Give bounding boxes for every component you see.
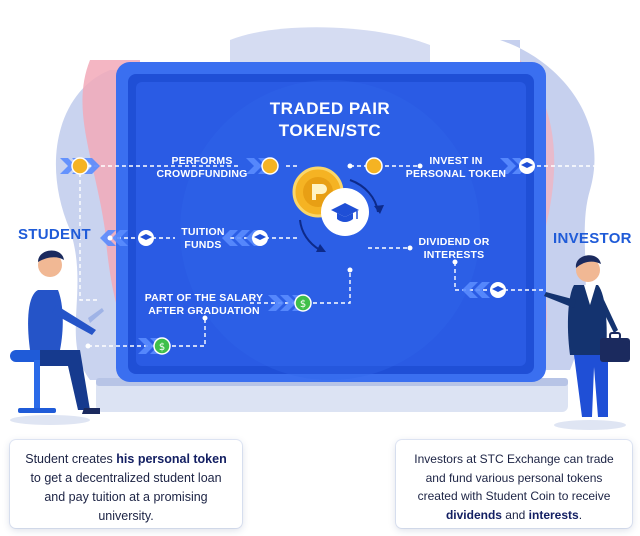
graduation-cap-icon xyxy=(138,158,535,298)
investor-description-card: Investors at STC Exchange can trade and … xyxy=(396,440,632,528)
svg-text:$: $ xyxy=(159,342,165,353)
title-line-2: TOKEN/STC xyxy=(278,121,382,140)
investor-label: INVESTOR xyxy=(553,230,632,247)
label-part-of-salary: PART OF THE SALARY AFTER GRADUATION xyxy=(140,292,268,318)
student-card-text-2: to get a decentralized student loan and … xyxy=(30,471,222,523)
investor-card-text-3: . xyxy=(578,507,583,522)
label-dividend-or-interests: DIVIDEND OR INTERESTS xyxy=(412,236,496,262)
svg-text:$: $ xyxy=(300,299,306,310)
crowdfunding-line-2: CROWDFUNDING xyxy=(156,168,248,180)
investor-card-text-2: and xyxy=(501,507,529,522)
diagram-title: TRADED PAIR TOKEN/STC xyxy=(240,98,420,142)
student-card-bold-1: his personal token xyxy=(116,452,227,466)
label-invest-in-personal-token: INVEST IN PERSONAL TOKEN xyxy=(404,155,508,181)
dollar-coin-icon: $ $ xyxy=(153,294,312,355)
investor-illustration xyxy=(544,255,630,430)
investor-card-bold-2: interests xyxy=(528,507,579,522)
tuition-line-2: FUNDS xyxy=(184,239,222,251)
student-label: STUDENT xyxy=(18,226,91,243)
student-illustration xyxy=(10,250,104,425)
student-description-card: Student creates his personal token to ge… xyxy=(10,440,242,528)
dot-markers xyxy=(85,163,598,349)
invest-line-2: PERSONAL TOKEN xyxy=(405,168,507,180)
label-tuition-funds: TUITION FUNDS xyxy=(168,226,238,252)
tuition-line-1: TUITION xyxy=(181,226,225,238)
label-performs-crowdfunding: PERFORMS CROWDFUNDING xyxy=(154,155,250,181)
student-card-text-1: Student creates xyxy=(25,452,117,466)
crowdfunding-line-1: PERFORMS xyxy=(171,155,233,167)
token-pair-graphic xyxy=(292,166,384,252)
coin-icon xyxy=(71,157,383,175)
dividend-line-2: INTERESTS xyxy=(423,249,485,261)
dividend-line-1: DIVIDEND OR xyxy=(418,236,490,248)
investor-card-bold-1: dividends xyxy=(445,507,502,522)
salary-line-2: AFTER GRADUATION xyxy=(148,305,260,317)
salary-line-1: PART OF THE SALARY xyxy=(144,292,264,304)
investor-card-text-1: Investors at STC Exchange can trade and … xyxy=(414,452,614,503)
title-line-1: TRADED PAIR xyxy=(269,99,391,118)
invest-line-1: INVEST IN xyxy=(429,155,483,167)
